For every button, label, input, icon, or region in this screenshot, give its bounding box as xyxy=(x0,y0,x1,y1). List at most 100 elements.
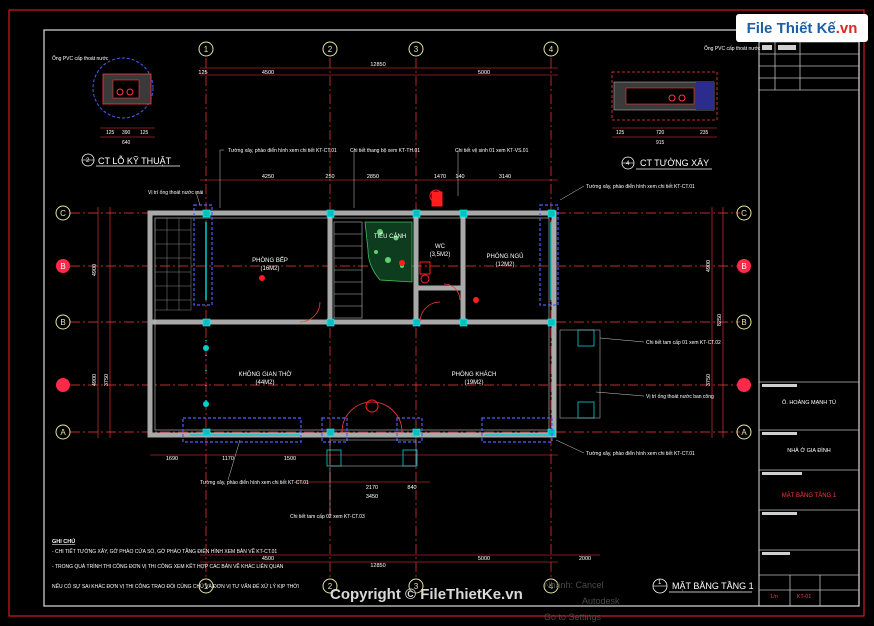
plan-title-num: 1 xyxy=(658,580,662,586)
dim-row2-b: 2850 xyxy=(367,174,379,180)
notes-title: GHI CHÚ xyxy=(52,538,75,545)
title-sheet: MẶT BẰNG TẦNG 1 xyxy=(782,491,837,499)
dim-row2-e: 1470 xyxy=(434,174,446,180)
annotation-wall-bottom-right: Tường xây, phào điển hình xem chi tiết K… xyxy=(586,450,695,457)
dim-row2-a: 4250 xyxy=(262,174,274,180)
detail-right-pipe-note: Ống PVC cấp thoát nước xyxy=(704,45,761,52)
title-block-texts: Ô. HOÀNG MẠNH TÚ NHÀ Ở GIA ĐÌNH MẶT BẰNG… xyxy=(770,399,837,600)
room-living-area: (19M2) xyxy=(464,380,483,386)
dim-bottom-row-1: 1690 xyxy=(166,456,178,462)
axis-label-left-a: A xyxy=(60,428,66,437)
detail-left-dim-1: 125 xyxy=(106,130,115,136)
window-glass xyxy=(190,222,552,436)
annotation-wall-top: Tường xây, phào điển hình xem chi tiết K… xyxy=(228,147,337,154)
leader-lines xyxy=(195,149,645,516)
dim-row2-d: 250 xyxy=(325,174,334,180)
notes-line-2: - TRONG QUÁ TRÌNH THI CÔNG ĐƠN VỊ THI CÔ… xyxy=(52,562,284,570)
annotation-step-2: Chi tiết tam cấp 02 xem KT-CT.03 xyxy=(290,514,365,520)
plan-title-group: 1 MẶT BẰNG TẦNG 1 xyxy=(652,578,754,594)
dimension-lines xyxy=(97,67,724,563)
notes: GHI CHÚ - CHI TIẾT TƯỜNG XÂY, GỜ PHÀO CỬ… xyxy=(52,538,299,590)
drain-points xyxy=(203,345,209,407)
annotations: Tường xây, phào điển hình xem chi tiết K… xyxy=(148,147,721,520)
dim-bottom-c: 2000 xyxy=(579,556,591,562)
title-block xyxy=(758,29,860,607)
room-wc-area: (3,5M2) xyxy=(430,252,451,258)
detail-lo-ky-thuat xyxy=(81,57,180,167)
axis-label-left-c: C xyxy=(60,209,66,218)
title-block-lines xyxy=(759,30,859,606)
room-bedroom-name: PHÒNG NGỦ xyxy=(486,253,523,260)
dim-top-overall: 12850 xyxy=(370,62,385,68)
title-code: KT-01 xyxy=(797,594,812,600)
annotation-roof-drain: Vị trí ống thoát nước mái xyxy=(148,190,203,196)
annotation-wc: Chi tiết vệ sinh 01 xem KT-VS.01 xyxy=(455,148,529,154)
annotation-stair: Chi tiết thang bộ xem KT-TH.01 xyxy=(350,148,420,154)
dim-bottom-row-5: 2170 xyxy=(366,485,378,491)
tieu-canh-garden xyxy=(364,221,413,283)
dim-bottom-row-2: 1170 xyxy=(222,456,234,462)
detail-left-pipe-note: Ống PVC cấp thoát nước xyxy=(52,55,109,62)
detail-left-dim-4: 640 xyxy=(122,140,131,146)
left-lightwell-hatch xyxy=(154,217,192,311)
detail-right-dim-2: 720 xyxy=(656,130,665,136)
dim-left-a: 4900 xyxy=(92,264,98,276)
dim-row2-c: 3140 xyxy=(499,174,511,180)
dim-top-c: 125 xyxy=(198,70,207,76)
detail-left-dim-2: 390 xyxy=(122,130,131,136)
room-bedroom-area: (12M2) xyxy=(495,262,514,268)
grid-axes-vertical xyxy=(205,58,552,580)
stair xyxy=(333,221,363,319)
annotation-balcony-drain: Vị trí ống thoát nước ban công xyxy=(646,394,714,400)
dim-bottom-a: 4500 xyxy=(262,556,274,562)
copyright-watermark: Copyright © FileThietKe.vn xyxy=(330,586,523,603)
dim-right-b: 4900 xyxy=(706,260,712,272)
axis-label-left-b2: B xyxy=(60,318,65,327)
windows xyxy=(182,204,559,443)
watermark-line-2: Autodesk xyxy=(582,596,620,606)
axis-label-right-c: C xyxy=(741,209,747,218)
axis-label-bottom-4: 4 xyxy=(549,582,554,591)
room-kitchen-area: (16M2) xyxy=(260,266,279,272)
brand-logo-text: File Thiết Kế xyxy=(746,19,836,37)
title-block-stamps xyxy=(762,45,802,555)
detail-left-dim-3: 125 xyxy=(140,130,149,136)
detail-right-dim-3: 235 xyxy=(700,130,709,136)
title-page: 1/n xyxy=(770,594,778,600)
axis-label-top-4: 4 xyxy=(549,45,554,54)
detail-right-num: 4 xyxy=(626,161,630,167)
dim-bottom-b: 5000 xyxy=(478,556,490,562)
title-owner: Ô. HOÀNG MẠNH TÚ xyxy=(782,399,836,406)
axis-label-bottom-2: 2 xyxy=(328,582,333,591)
axis-label-left-b1: B xyxy=(60,262,65,271)
room-wc-name: WC xyxy=(435,244,446,250)
axis-labels: 1 2 3 4 1 2 3 4 C B B A C B B A xyxy=(60,45,747,591)
doors xyxy=(299,283,461,433)
dim-bottom-row-4: 3450 xyxy=(366,494,378,500)
axis-bubbles-filled xyxy=(56,259,751,392)
axis-label-bottom-3: 3 xyxy=(414,582,419,591)
detail-right-title: CT TƯỜNG XÂY xyxy=(640,158,709,168)
dim-left-b: 3750 xyxy=(104,374,110,386)
room-living-name: PHÒNG KHÁCH xyxy=(452,371,497,378)
detail-left-texts: Ống PVC cấp thoát nước 125 390 125 640 2 xyxy=(52,55,149,164)
room-labels: PHÒNG BẾP (16M2) TIỂU CẢNH WC (3,5M2) PH… xyxy=(238,233,523,386)
dim-bottom-overall: 12850 xyxy=(370,563,385,569)
room-garden-name: TIỂU CẢNH xyxy=(374,233,406,240)
notes-line-1: - CHI TIẾT TƯỜNG XÂY, GỜ PHÀO CỬA SỔ, GỜ… xyxy=(52,548,277,555)
watermark-line-1: Nhanh: Cancel xyxy=(544,580,604,590)
axis-label-top-3: 3 xyxy=(414,45,419,54)
annotation-wall-right: Tường xây, phào điển hình xem chi tiết K… xyxy=(586,183,695,190)
dimension-texts: 12850 4500 5000 125 4250 2850 3140 250 1… xyxy=(92,62,723,569)
section-markers xyxy=(259,189,479,413)
axis-bubbles xyxy=(55,41,752,594)
room-worship-area: (44M2) xyxy=(255,380,274,386)
room-worship-name: KHÔNG GIAN THỜ xyxy=(238,371,291,378)
watermark-line-3: Go to Settings xyxy=(544,612,602,622)
annotation-step-1: Chi tiết tam cấp 01 xem KT-CT.02 xyxy=(646,340,721,346)
brand-logo: File Thiết Kế .vn xyxy=(736,14,868,42)
detail-right-texts: Ống PVC cấp thoát nước 125 720 235 915 4 xyxy=(616,45,761,167)
notes-line-3: NẾU CÓ SỰ SAI KHÁC ĐƠN VỊ THI CÔNG TRAO … xyxy=(52,583,299,590)
wc-fixtures xyxy=(419,191,443,284)
